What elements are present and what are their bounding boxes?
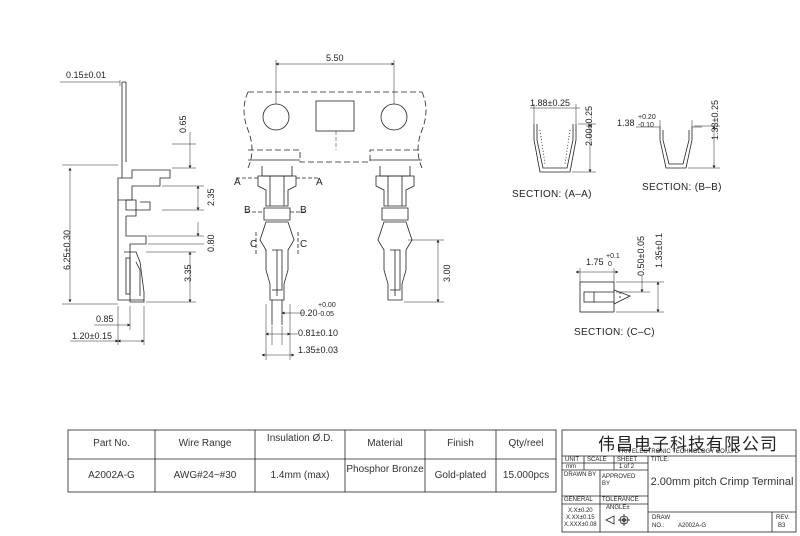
dim-335: 3.35 xyxy=(183,264,193,282)
dim-188: 1.88±0.25 xyxy=(530,98,570,108)
dim-120: 1.20±0.15 xyxy=(72,331,112,341)
dim-175-tol-minus: 0 xyxy=(608,261,612,268)
cell-finish: Gold-plated xyxy=(434,470,487,481)
dim-020: 0.20 xyxy=(300,308,318,318)
dim-065: 0.65 xyxy=(178,115,188,133)
sheet-label: SHEET xyxy=(617,457,638,463)
title-block-lines xyxy=(561,429,797,533)
marker-c-right: C xyxy=(300,239,308,250)
cell-qty: 15.000pcs xyxy=(502,470,550,481)
section-b-view xyxy=(636,120,720,169)
dim-138: 1.38 xyxy=(617,118,635,128)
cell-material: Phosphor Bronze xyxy=(346,464,424,475)
section-c-label: SECTION: (C–C) xyxy=(574,327,655,338)
title-label: TITLE: xyxy=(651,457,670,463)
dim-175-tol-plus: +0.1 xyxy=(606,253,620,260)
tol-2: X.XX±0.15 xyxy=(566,515,595,521)
sheet-value: 1 of 2 xyxy=(619,464,635,470)
company-name-en: TRN ELECTRONIC TECHNOLOGY CO.,LTD xyxy=(618,449,740,455)
marker-a-right: A xyxy=(316,177,323,188)
dim-138-tol-plus: +0.20 xyxy=(638,114,656,121)
tol-1: X.X±0.20 xyxy=(568,508,593,514)
drawn-by-label: DRAWN BY xyxy=(564,472,597,478)
marker-b-left: B xyxy=(244,205,251,216)
approved-by-label: APPROVED BY xyxy=(602,474,636,487)
dim-thickness: 0.15±0.01 xyxy=(66,70,106,80)
header-finish: Finish xyxy=(447,438,474,449)
tolerance-label: TOLERANCE xyxy=(602,497,639,503)
marker-a-left: A xyxy=(234,177,241,188)
general-label: GENERAL xyxy=(564,497,593,503)
rev-label: REV. xyxy=(776,515,790,521)
section-a-view xyxy=(530,104,596,173)
front-view xyxy=(236,60,444,360)
section-b-label: SECTION: (B–B) xyxy=(642,182,722,193)
no-label: NO.: xyxy=(652,523,665,529)
spec-table-lines xyxy=(67,429,557,493)
scale-label: SCALE xyxy=(587,457,607,463)
dim-081: 0.81±0.10 xyxy=(298,328,338,338)
rev-value: B3 xyxy=(778,523,786,529)
section-a-label: SECTION: (A–A) xyxy=(512,189,592,200)
dim-138-tol-minus: -0.10 xyxy=(638,122,654,129)
dim-175: 1.75 xyxy=(586,257,604,267)
header-material: Material xyxy=(367,438,403,449)
dim-135b: 1.35±0.1 xyxy=(654,233,664,268)
drawing-number: A2002A-G xyxy=(678,523,707,529)
header-part-no: Part No. xyxy=(93,438,130,449)
dim-020-tol-minus: -0.05 xyxy=(318,311,334,318)
unit-value: mm xyxy=(566,464,576,470)
drawing-title: 2.00mm pitch Crimp Terminal xyxy=(650,476,794,488)
dim-300: 3.00 xyxy=(442,264,452,282)
header-insulation: Insulation Ø.D. xyxy=(266,433,334,444)
dim-080: 0.80 xyxy=(206,234,216,252)
unit-label: UNIT xyxy=(565,457,579,463)
section-c-view xyxy=(575,268,664,313)
dim-020-tol-plus: +0.00 xyxy=(318,302,336,309)
dim-135: 1.35±0.03 xyxy=(298,345,338,355)
dim-133: 1.33±0.25 xyxy=(710,100,720,140)
header-qty: Qty/reel xyxy=(508,438,544,449)
side-view xyxy=(60,80,204,345)
dim-050: 0.50±0.05 xyxy=(636,236,646,276)
header-wire-range: Wire Range xyxy=(178,438,232,449)
angle-label: ANGLE± xyxy=(606,505,630,511)
dim-200: 2.00±0.25 xyxy=(584,106,594,146)
marker-b-right: B xyxy=(300,205,307,216)
company-name-cn: 伟昌电子科技有限公司 xyxy=(598,435,778,455)
dim-pitch: 5.50 xyxy=(326,53,344,63)
dim-235: 2.35 xyxy=(206,188,216,206)
marker-c-left: C xyxy=(250,239,258,250)
tol-3: X.XXX±0.08 xyxy=(564,522,597,528)
dim-085: 0.85 xyxy=(96,314,114,324)
dim-625: 6.25±0.30 xyxy=(62,230,72,270)
cell-part-no: A2002A-G xyxy=(88,470,135,481)
draw-label: DRAW xyxy=(652,515,671,521)
cell-wire-range: AWG#24~#30 xyxy=(173,470,237,481)
cell-insulation: 1.4mm (max) xyxy=(270,470,330,481)
